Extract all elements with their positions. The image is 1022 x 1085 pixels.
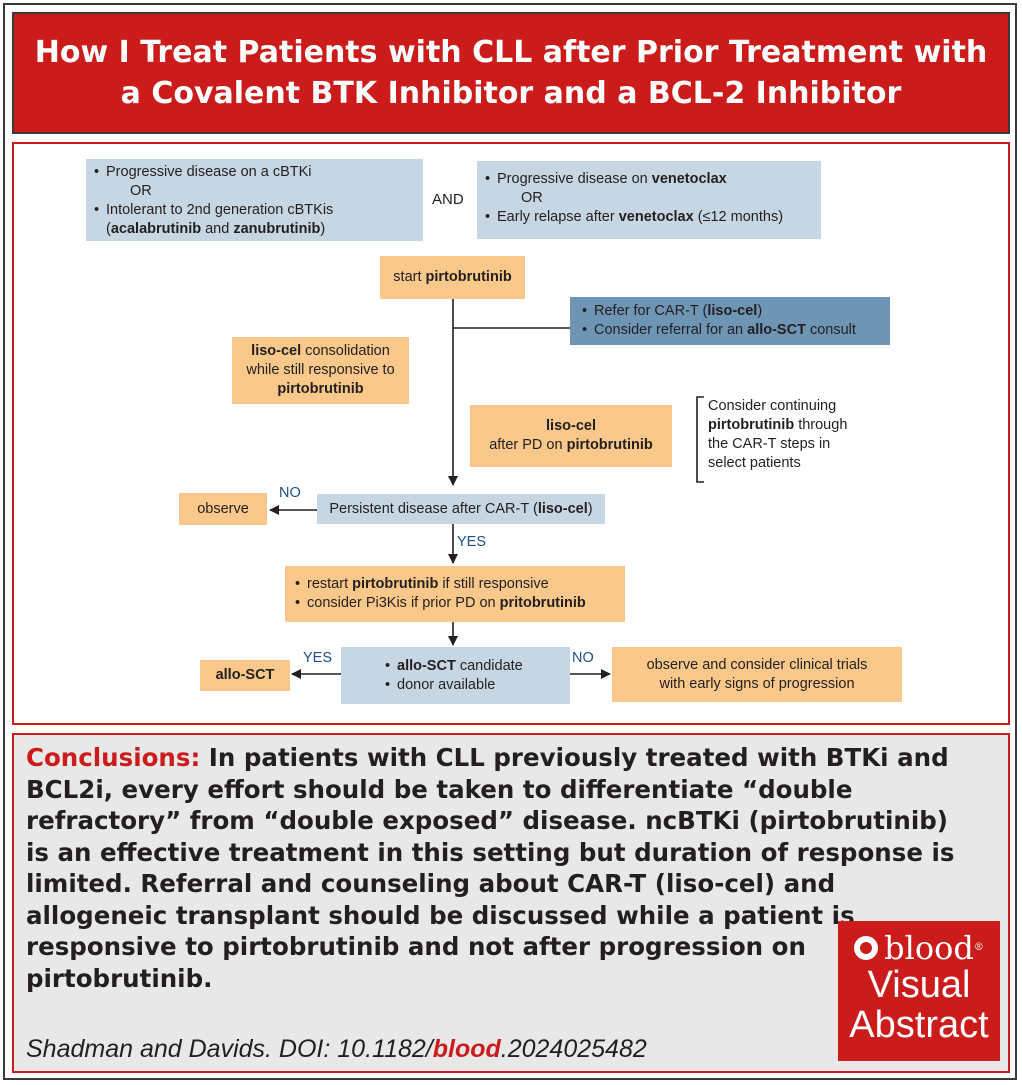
flowchart-panel: Progressive disease on a cBTKi OR Intole… bbox=[12, 142, 1010, 725]
flowchart-connectors bbox=[269, 299, 704, 679]
yes-label-persistent: YES bbox=[457, 534, 487, 550]
candidate-item-1: allo-SCT candidate bbox=[385, 657, 570, 676]
title-line-1: How I Treat Patients with CLL after Prio… bbox=[34, 35, 988, 70]
continue-pirtobrutinib-note: Consider continuing pirtobrutinib throug… bbox=[708, 398, 848, 471]
yes-label-allo: YES bbox=[303, 650, 333, 666]
criteria-venetoclax-item-2: Early relapse after venetoclax (≤12 mont… bbox=[485, 208, 813, 227]
criteria-venetoclax-item-1: Progressive disease on venetoclax bbox=[485, 170, 813, 189]
candidate-item-2: donor available bbox=[385, 676, 570, 695]
logo-abstract: Abstract bbox=[849, 1004, 989, 1046]
criteria-cbtki-item-1: Progressive disease on a cBTKi bbox=[94, 163, 415, 182]
allo-sct-box: allo-SCT bbox=[200, 660, 290, 691]
and-label: AND bbox=[432, 191, 464, 208]
citation: Shadman and Davids. DOI: 10.1182/blood.2… bbox=[26, 1035, 647, 1063]
observe-trials-box: observe and consider clinical trials wit… bbox=[612, 647, 902, 702]
citation-journal: blood bbox=[432, 1035, 501, 1063]
refer-cart-item-2: Consider referral for an allo-SCT consul… bbox=[582, 321, 878, 340]
conclusions-panel: Conclusions: In patients with CLL previo… bbox=[12, 733, 1010, 1073]
allo-sct-candidate-box: allo-SCT candidate donor available bbox=[341, 647, 570, 704]
conclusions-body: In patients with CLL previously treated … bbox=[26, 743, 955, 993]
restart-item-2: consider Pi3Kis if prior PD on pritobrut… bbox=[295, 594, 615, 613]
title-line-2: a Covalent BTK Inhibitor and a BCL-2 Inh… bbox=[120, 76, 902, 111]
logo-wordmark: blood® bbox=[884, 929, 984, 967]
lisocel-after-pd-box: liso-cel after PD on pirtobrutinib bbox=[470, 405, 672, 467]
blood-visual-abstract-logo: blood® Visual Abstract bbox=[838, 921, 1000, 1061]
title-banner: How I Treat Patients with CLL after Prio… bbox=[12, 12, 1010, 134]
criteria-cbtki-or: OR bbox=[130, 183, 152, 199]
restart-pirtobrutinib-box: restart pirtobrutinib if still responsiv… bbox=[285, 566, 625, 622]
start-pirtobrutinib-box: start pirtobrutinib bbox=[380, 256, 525, 299]
criteria-cbtki-drugs: (acalabrutinib and zanubrutinib) bbox=[106, 221, 326, 237]
blood-seal-icon bbox=[854, 936, 879, 960]
logo-visual: Visual bbox=[867, 964, 971, 1006]
lisocel-consolidation-box: liso-cel consolidation while still respo… bbox=[232, 337, 409, 404]
no-label-allo: NO bbox=[572, 650, 594, 666]
observe-box: observe bbox=[179, 493, 267, 525]
conclusions-text: Conclusions: In patients with CLL previo… bbox=[26, 742, 976, 994]
restart-item-1: restart pirtobrutinib if still responsiv… bbox=[295, 575, 615, 594]
criteria-cbtki-item-2: Intolerant to 2nd generation cBTKis bbox=[94, 201, 415, 220]
criteria-venetoclax-box: Progressive disease on venetoclax OR Ear… bbox=[477, 161, 821, 239]
no-label-persistent: NO bbox=[279, 485, 301, 501]
criteria-cbtki-box: Progressive disease on a cBTKi OR Intole… bbox=[86, 159, 423, 241]
side-note-bracket bbox=[696, 396, 704, 483]
refer-cart-box: Refer for CAR-T (liso-cel) Consider refe… bbox=[570, 297, 890, 345]
criteria-venetoclax-or: OR bbox=[521, 190, 543, 206]
refer-cart-item-1: Refer for CAR-T (liso-cel) bbox=[582, 302, 878, 321]
persistent-disease-box: Persistent disease after CAR-T (liso-cel… bbox=[317, 494, 605, 524]
conclusions-lead: Conclusions: bbox=[26, 743, 201, 772]
